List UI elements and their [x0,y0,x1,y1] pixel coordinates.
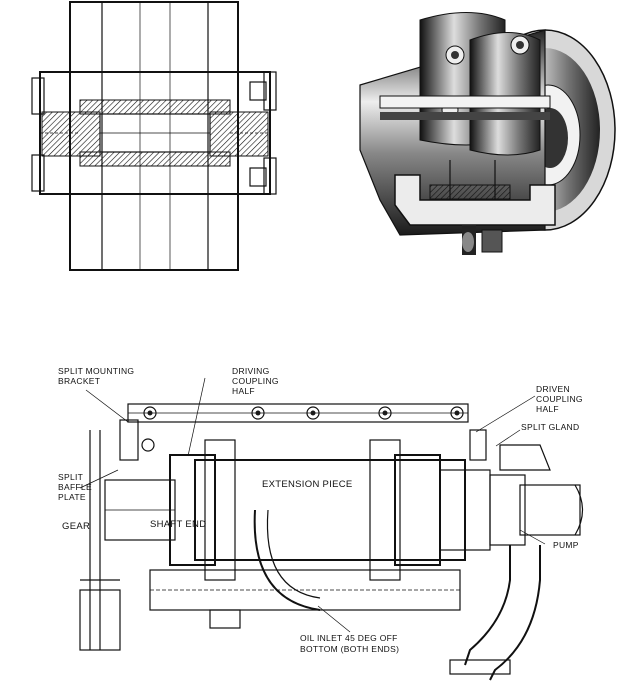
label-split-baffle-plate-2: BAFFLE [58,482,92,492]
label-oil-inlet-1: OIL INLET 45 DEG OFF [300,633,398,643]
label-driven-coupling-half-2: COUPLING [536,394,583,404]
label-split-gland: SPLIT GLAND [521,422,579,432]
coupling-cutaway-illustration [360,13,615,256]
label-pump: PUMP [553,540,579,550]
label-shaft-end: SHAFT END [150,519,206,530]
label-split-mounting-bracket-1: SPLIT MOUNTING [58,366,134,376]
label-gear: GEAR [62,521,90,532]
coupling-cross-section [32,2,276,270]
label-driven-coupling-half-1: DRIVEN [536,384,570,394]
label-oil-inlet-2: BOTTOM (BOTH ENDS) [300,644,399,654]
label-split-baffle-plate-3: PLATE [58,492,86,502]
label-driving-coupling-half-1: DRIVING [232,366,270,376]
label-driving-coupling-half-3: HALF [232,386,255,396]
label-split-baffle-plate-1: SPLIT [58,472,83,482]
label-extension-piece: EXTENSION PIECE [262,479,353,490]
label-driven-coupling-half-3: HALF [536,404,559,414]
label-split-mounting-bracket-2: BRACKET [58,376,100,386]
label-driving-coupling-half-2: COUPLING [232,376,279,386]
